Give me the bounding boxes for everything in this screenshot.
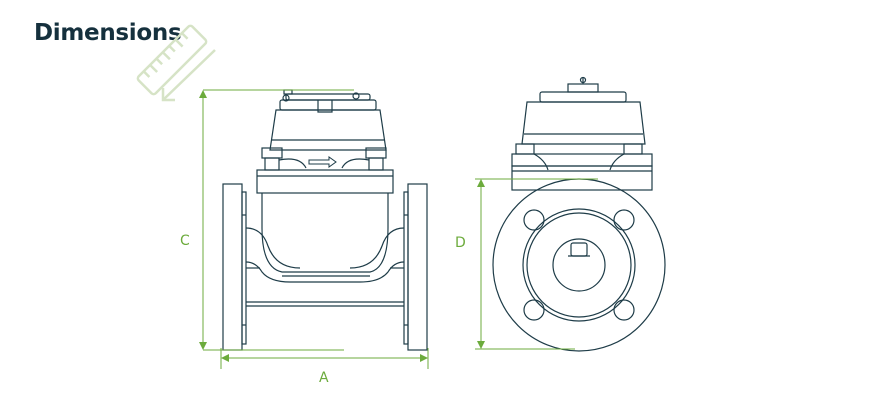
page-title: Dimensions xyxy=(34,20,182,46)
meter-side-view xyxy=(222,89,428,351)
dimension-lines xyxy=(199,89,598,369)
dimension-label-a: A xyxy=(319,370,329,386)
dimension-label-d: D xyxy=(455,235,466,251)
dimension-label-c: C xyxy=(180,233,190,249)
ruler-icon xyxy=(136,24,216,102)
meter-front-view xyxy=(492,76,666,352)
